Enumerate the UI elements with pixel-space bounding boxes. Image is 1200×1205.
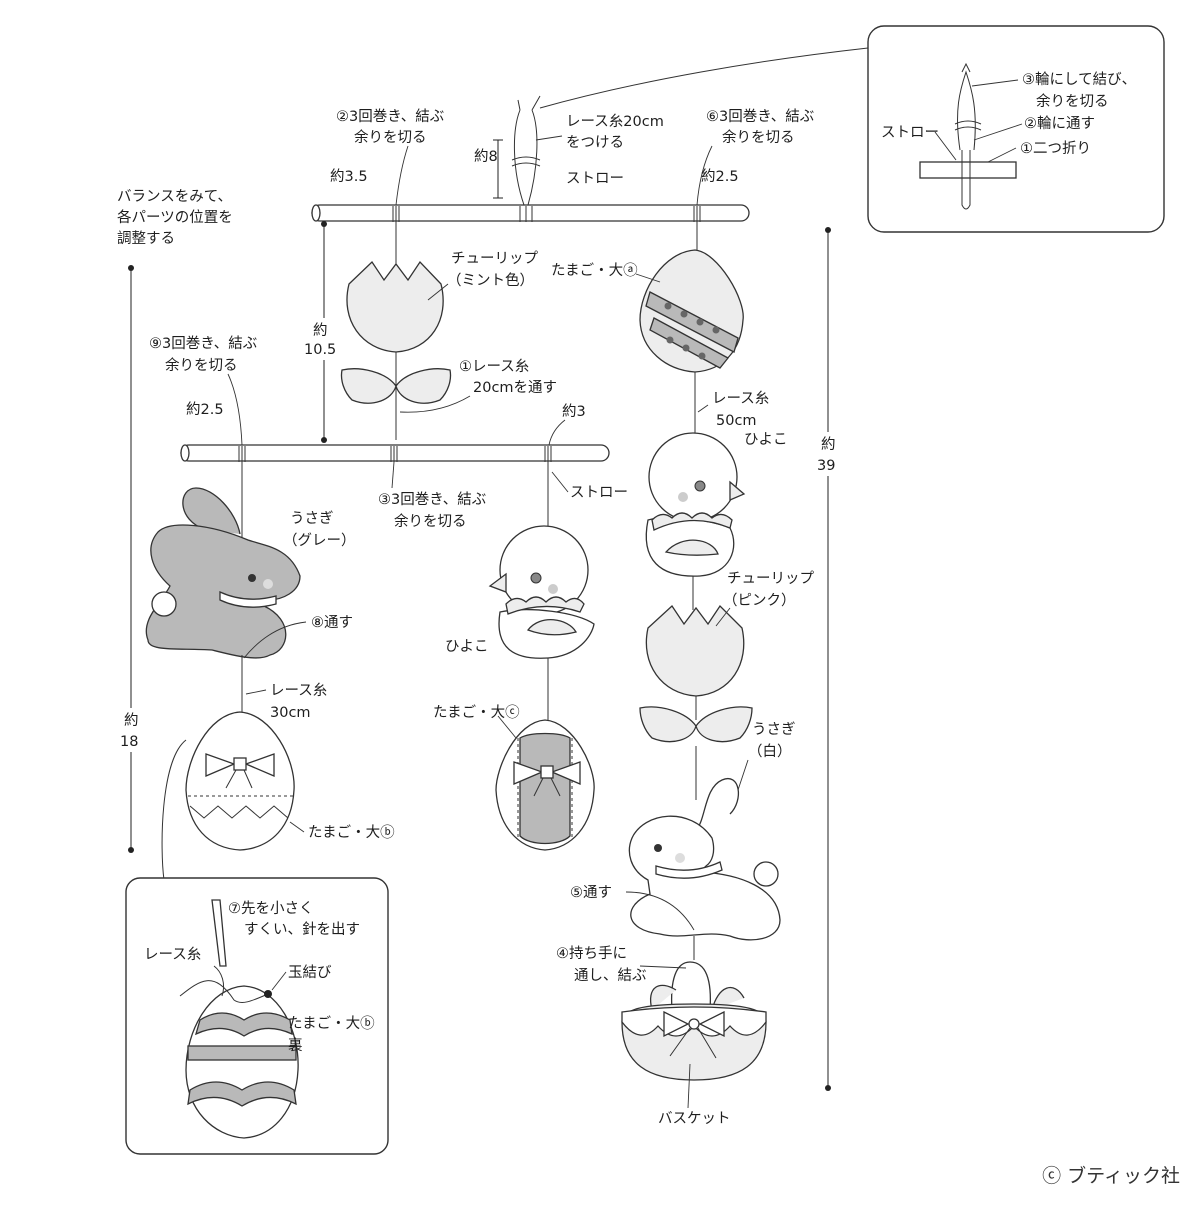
egg-large-a [639, 222, 744, 373]
dimension-18 [128, 265, 134, 853]
basket [621, 936, 767, 1081]
egg-c-label: たまご・大ⓒ [433, 704, 520, 721]
inset-back-label: 裏 [288, 1036, 303, 1054]
inset-step1-label: ①二つ折り [1020, 140, 1091, 157]
dimension-39 [825, 227, 831, 1091]
length-39-label-2: 39 [817, 458, 835, 474]
step1-label-2: 20cmを通す [473, 379, 557, 396]
top-length-8: 約8 [474, 148, 498, 165]
top-step6-label: ⑥3回巻き、結ぶ [706, 108, 814, 125]
rabbit-gray-label: うさぎ [290, 510, 334, 527]
egg-large-b [161, 711, 295, 881]
lower-straw [180, 444, 610, 462]
top-straw [311, 95, 750, 222]
step3-label-2: 余りを切る [394, 512, 467, 530]
rabbit-gray [145, 462, 301, 659]
tulip-mint-label: チューリップ [451, 250, 538, 267]
step9-label: ⑨3回巻き、結ぶ [149, 335, 257, 352]
length-3-label: 約3 [562, 403, 586, 420]
lace-30-label: レース糸 [270, 682, 327, 699]
step3-label: ③3回巻き、結ぶ [378, 491, 486, 508]
top-step2-label: ②3回巻き、結ぶ [336, 108, 444, 125]
inset-top-panel: ③輪にして結び、 余りを切る ②輪に通す ストロー ①二つ折り [539, 25, 1165, 233]
step4-label-2: 通し、結ぶ [574, 967, 647, 984]
chick-right-label: ひよこ [744, 432, 788, 448]
inset-step7-label-2: すくい、針を出す [244, 921, 360, 938]
chick-middle-label: ひよこ [445, 639, 489, 655]
step8-label: ⑧通す [311, 614, 353, 631]
step9-label-2: 余りを切る [165, 356, 238, 374]
top-step2-label-2: 余りを切る [354, 128, 427, 146]
tulip-mint [340, 222, 452, 440]
basket-label: バスケット [658, 1110, 731, 1127]
inset-step3-label: ③輪にして結び、 [1022, 71, 1136, 88]
step1-label: ①レース糸 [459, 358, 529, 375]
top-step6-label-2: 余りを切る [722, 128, 795, 146]
length-10-5-label: 約 [313, 322, 328, 339]
top-length-2-5: 約2.5 [701, 168, 739, 185]
length-39-label: 約 [821, 436, 836, 453]
tulip-pink [639, 576, 753, 743]
tulip-pink-label: チューリップ [727, 570, 814, 587]
lace-50-label-2: 50cm [716, 413, 757, 429]
inset-egg-label: たまご・大ⓑ [288, 1015, 375, 1032]
rabbit-gray-label-2: （グレー） [283, 532, 356, 549]
inset-lace-label: レース糸 [144, 946, 201, 963]
balance-note-line-3: 調整する [117, 230, 175, 247]
top-lace-label: レース糸20cm [566, 113, 664, 130]
step4-label: ④持ち手に [556, 945, 627, 962]
inset-step7-label: ⑦先を小さく [228, 900, 314, 917]
inset-bottom-panel [125, 877, 389, 1155]
top-straw-label: ストロー [566, 171, 624, 187]
length-10-5-label-2: 10.5 [304, 342, 336, 358]
rabbit-white [628, 746, 781, 941]
chick-right [645, 432, 746, 577]
lace-50-label: レース糸 [712, 390, 769, 407]
egg-a-label: たまご・大ⓐ [551, 262, 638, 279]
tulip-mint-label-2: （ミント色） [447, 272, 534, 289]
inset-step2-label: ②輪に通す [1024, 115, 1095, 132]
tulip-pink-label-2: （ピンク） [723, 592, 796, 609]
balance-note-line-1: バランスをみて、 [117, 188, 232, 205]
straw-label-lower: ストロー [570, 485, 628, 501]
lace-30-label-2: 30cm [270, 705, 311, 721]
rabbit-white-label: うさぎ [752, 721, 796, 738]
step5-label: ⑤通す [570, 884, 612, 901]
copyright-text: ⓒ ブティック社 [1042, 1165, 1180, 1187]
egg-b-label: たまご・大ⓑ [308, 824, 395, 841]
rabbit-white-label-2: （白） [748, 743, 792, 760]
length-18-label-2: 18 [120, 734, 138, 750]
inset-step3-label-2: 余りを切る [1036, 92, 1109, 110]
top-lace-label-2: をつける [566, 134, 624, 151]
egg-large-c [495, 658, 595, 851]
balance-note-line-2: 各パーツの位置を [117, 209, 233, 226]
chick-middle [488, 462, 595, 659]
length-18-label: 約 [124, 712, 139, 729]
length-2-5-lower: 約2.5 [186, 401, 224, 418]
top-length-3-5: 約3.5 [330, 168, 368, 185]
inset-straw-label: ストロー [881, 125, 939, 141]
inset-knot-label: 玉結び [288, 964, 332, 981]
